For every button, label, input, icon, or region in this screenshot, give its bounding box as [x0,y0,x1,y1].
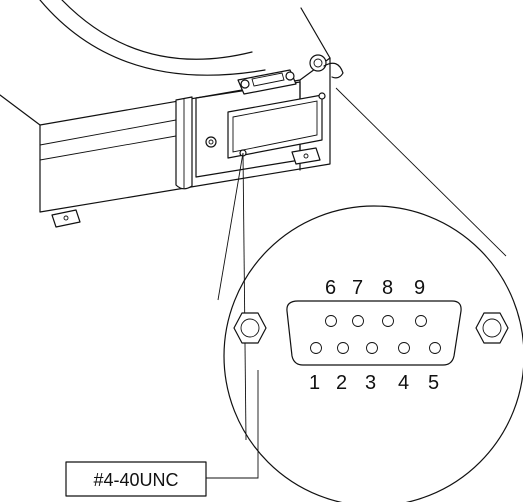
pin-hole-9 [415,315,427,327]
pin-label-6: 6 [325,277,336,299]
left-hex-standoff [233,312,267,344]
connector-cover-plate [227,94,323,159]
foot-left [51,209,81,228]
power-jack [309,54,344,79]
pin-hole-7 [352,315,364,327]
weighing-pan-outer-arc [39,0,266,76]
pin-label-1: 1 [309,372,320,394]
rear-rs232-connector [237,69,297,95]
zoom-lines [217,87,507,441]
pin-label-3: 3 [365,372,376,394]
pin-hole-5 [429,342,441,354]
weighing-pan-inner-arc [61,0,253,60]
pin-hole-6 [325,315,337,327]
magnified-view-circle [223,205,523,502]
bottom-pin-labels: 1 2 3 4 5 [309,372,439,394]
foot-right [291,147,321,165]
pin-holes [310,315,441,354]
pin-label-9: 9 [414,277,425,299]
pin-hole-1 [310,342,322,354]
right-hex-standoff [475,312,509,344]
callout-label: #4-40UNC [93,470,178,490]
pin-label-7: 7 [352,277,363,299]
pin-label-4: 4 [398,372,409,394]
screw-spec-callout: #4-40UNC [65,461,207,497]
pin-hole-8 [382,315,394,327]
pin-hole-2 [337,342,349,354]
pin-label-5: 5 [428,372,439,394]
dsub9-shell [286,300,462,366]
pin-label-2: 2 [336,372,347,394]
top-pin-labels: 6 7 8 9 [325,277,425,299]
pin-label-8: 8 [382,277,393,299]
balance-rear-illustration [0,0,344,228]
pin-hole-4 [398,342,410,354]
pin-hole-3 [366,342,378,354]
callout-leader-line [206,370,259,479]
callout-box [65,461,207,497]
panel-screw [205,136,217,148]
